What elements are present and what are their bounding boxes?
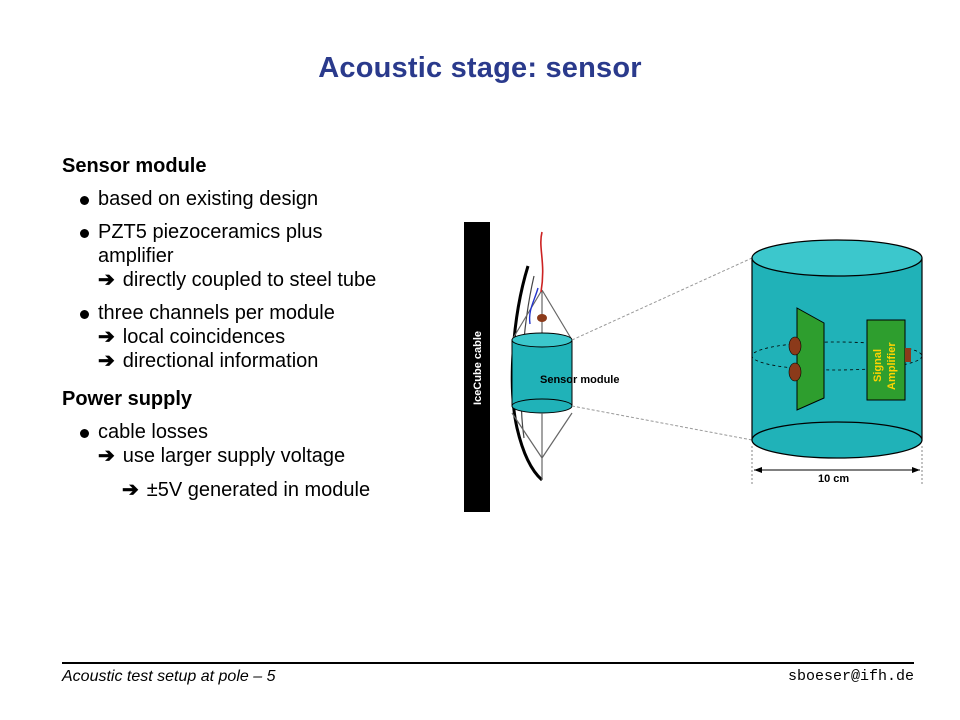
- section-heading-power: Power supply: [62, 388, 193, 410]
- signal-amplifier: [866, 319, 906, 401]
- cable-label: IceCube cable: [472, 331, 484, 405]
- amplifier-connector: [905, 348, 911, 362]
- piezo-element-1: [788, 336, 802, 356]
- arrow-icon: ➔: [98, 350, 115, 372]
- footer-slide-info: Acoustic test setup at pole – 5: [62, 668, 276, 685]
- footer-email: sboeser@ifh.de: [787, 668, 914, 685]
- small-connector: [537, 314, 547, 322]
- bullet-three-channels: three channels per module ➔local coincid…: [80, 301, 462, 373]
- bullet-dot: [80, 196, 89, 205]
- sub-point-5v: ➔±5V generated in module: [122, 479, 371, 501]
- dimension-label: 10 cm: [818, 473, 849, 485]
- projection-line-top: [571, 257, 753, 341]
- support-wire: [510, 265, 544, 482]
- bullet-cable-losses: cable losses ➔use larger supply voltage: [80, 420, 462, 468]
- piezo-plate: [796, 307, 825, 411]
- red-wire: [540, 231, 544, 293]
- piezo-element-2: [788, 362, 802, 382]
- inner-dashed-ring: [751, 341, 923, 371]
- module-label: Sensor module: [540, 374, 619, 386]
- arrow-icon: ➔: [122, 479, 139, 501]
- amplifier-label-1: Signal: [872, 349, 884, 382]
- dimension-arrow-left: [754, 467, 762, 473]
- slide-body: Sensor module based on existing design P…: [62, 154, 462, 502]
- slide-title: Acoustic stage: sensor: [318, 52, 642, 84]
- projection-line-bottom: [571, 405, 753, 441]
- cylinder-bottom: [751, 421, 923, 459]
- arrow-icon: ➔: [98, 326, 115, 348]
- sensor-figure: IceCube cable Sensor module Signal Ampli…: [464, 222, 923, 512]
- section-heading-sensor: Sensor module: [62, 155, 207, 177]
- arrow-icon: ➔: [98, 445, 115, 467]
- arrow-icon: ➔: [98, 269, 115, 291]
- sensor-module-top: [511, 332, 573, 348]
- blue-wire: [528, 287, 539, 325]
- bullet-existing-design: based on existing design: [80, 187, 462, 211]
- cylinder-top: [751, 239, 923, 277]
- sensor-module-bottom: [511, 398, 573, 414]
- bullet-dot: [80, 229, 89, 238]
- amplifier-label-2: Amplifier: [886, 342, 898, 390]
- bottom-harness: [511, 412, 573, 480]
- bullet-dot: [80, 429, 89, 438]
- sensor-module-body: [511, 339, 573, 407]
- dimension-arrow-right: [912, 467, 920, 473]
- bullet-dot: [80, 310, 89, 319]
- bullet-pzt5: PZT5 piezoceramics plus amplifier ➔direc…: [80, 220, 462, 292]
- icecube-cable: [464, 222, 490, 512]
- footer-divider: [62, 662, 914, 664]
